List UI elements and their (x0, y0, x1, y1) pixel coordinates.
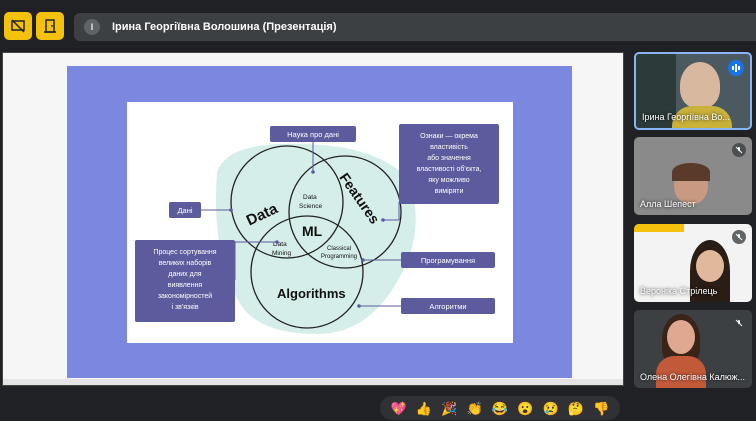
callout-mining-def (135, 240, 235, 322)
reaction-thumbs-up[interactable]: 👍 (415, 400, 433, 416)
participant-tile[interactable]: Ірина Георгіївна Во... (634, 52, 752, 130)
callout-features-line-4: властивості об'єкта, (417, 165, 482, 173)
participant-body (672, 106, 732, 128)
participant-name: Олена Олегівна Калюж... (640, 372, 745, 382)
participant-name: Вероніка Стрілець (640, 286, 718, 296)
callout-data-text: Дані (177, 206, 192, 215)
slide: Data Features Algorithms ML Data Science… (127, 102, 513, 343)
speaking-indicator (728, 60, 744, 76)
venn-diagram: Data Features Algorithms ML Data Science… (135, 124, 499, 334)
callout-mining-line-3: даних для (168, 271, 201, 278)
top-bar: І Ірина Георгіївна Волошина (Презентація… (0, 0, 756, 50)
reaction-clap[interactable]: 👏 (466, 400, 483, 416)
reaction-party[interactable]: 🎉 (441, 400, 458, 416)
mic-off-indicator (732, 230, 746, 244)
callout-mining-line-5: закономірностей (158, 292, 212, 300)
audio-wave-icon (732, 64, 740, 72)
mic-off-icon (735, 319, 743, 327)
callout-mining-line-4: виявлення (168, 282, 203, 289)
presentation-stage: Data Features Algorithms ML Data Science… (2, 52, 624, 386)
callout-mining-line-1: Процес сортування (153, 249, 216, 256)
layout-button[interactable] (36, 12, 64, 40)
yellow-decoration (634, 224, 684, 232)
callout-science-text: Наука про дані (287, 130, 339, 139)
label-algorithms: Algorithms (277, 286, 346, 301)
participant-hair (672, 163, 710, 181)
label-data-mining-1: Data (273, 241, 287, 248)
reactions-bar: 💖 👍 🎉 👏 😂 😮 😢 🤔 👎 (380, 396, 620, 420)
present-off-icon (11, 19, 25, 33)
label-ml: ML (302, 223, 323, 239)
callout-features-line-6: виміряти (435, 187, 464, 195)
participant-name: Алла Шепест (640, 199, 696, 209)
callout-algorithms (401, 298, 495, 314)
callout-features-def (399, 124, 499, 204)
reaction-heart[interactable]: 💖 (390, 400, 407, 416)
venn-background (215, 143, 416, 334)
callout-algorithms-text: Алгоритми (429, 302, 466, 311)
callout-features-line-3: або значення (427, 154, 471, 162)
label-data-science-1: Data (303, 194, 317, 201)
circle-algorithms (250, 215, 364, 329)
participant-face (667, 320, 695, 354)
participant-name: Ірина Георгіївна Во... (642, 112, 730, 122)
presenter-chip[interactable]: І Ірина Георгіївна Волошина (Презентація… (74, 13, 756, 41)
circle-features (288, 155, 402, 269)
callout-science (270, 126, 356, 142)
mic-off-icon (735, 233, 743, 241)
mic-off-icon (735, 146, 743, 154)
reaction-thumbs-down[interactable]: 👎 (593, 400, 610, 416)
reaction-sad[interactable]: 😢 (542, 400, 559, 416)
participant-face (680, 62, 720, 108)
slide-frame: Data Features Algorithms ML Data Science… (67, 66, 572, 378)
callout-features-line-1: Ознаки — окрема (420, 133, 478, 140)
callout-mining-line-2: великих наборів (159, 259, 212, 267)
participant-tile[interactable]: Олена Олегівна Калюж... (634, 310, 752, 388)
stop-presenting-button[interactable] (4, 12, 32, 40)
participant-face (696, 250, 724, 282)
callout-data (169, 202, 201, 218)
reaction-thinking[interactable]: 🤔 (567, 400, 585, 416)
video-background (636, 54, 676, 128)
door-icon (44, 19, 56, 33)
participant-body (656, 356, 706, 388)
reaction-surprised[interactable]: 😮 (517, 400, 534, 416)
participant-tile[interactable]: Алла Шепест (634, 137, 752, 215)
label-classical-2: Programming (321, 254, 357, 260)
callout-programming-text: Програмування (421, 256, 475, 265)
label-data-mining-2: Mining (272, 250, 292, 257)
callout-mining-line-6: і зв'язків (171, 303, 198, 311)
mic-off-indicator (732, 143, 746, 157)
presenter-avatar: І (84, 19, 100, 35)
reaction-laugh[interactable]: 😂 (491, 400, 509, 416)
label-classical-1: Classical (327, 246, 351, 252)
slide-toolbar-strip (3, 379, 623, 385)
mic-off-indicator (732, 316, 746, 330)
presenter-title: Ірина Георгіївна Волошина (Презентація) (112, 21, 337, 33)
label-data-science-2: Science (299, 203, 323, 210)
circle-data (230, 145, 344, 259)
callout-features-line-5: яку можливо (428, 177, 469, 184)
callout-programming (401, 252, 495, 268)
participant-tile[interactable]: Вероніка Стрілець (634, 224, 752, 302)
callout-features-line-2: властивість (430, 143, 468, 151)
